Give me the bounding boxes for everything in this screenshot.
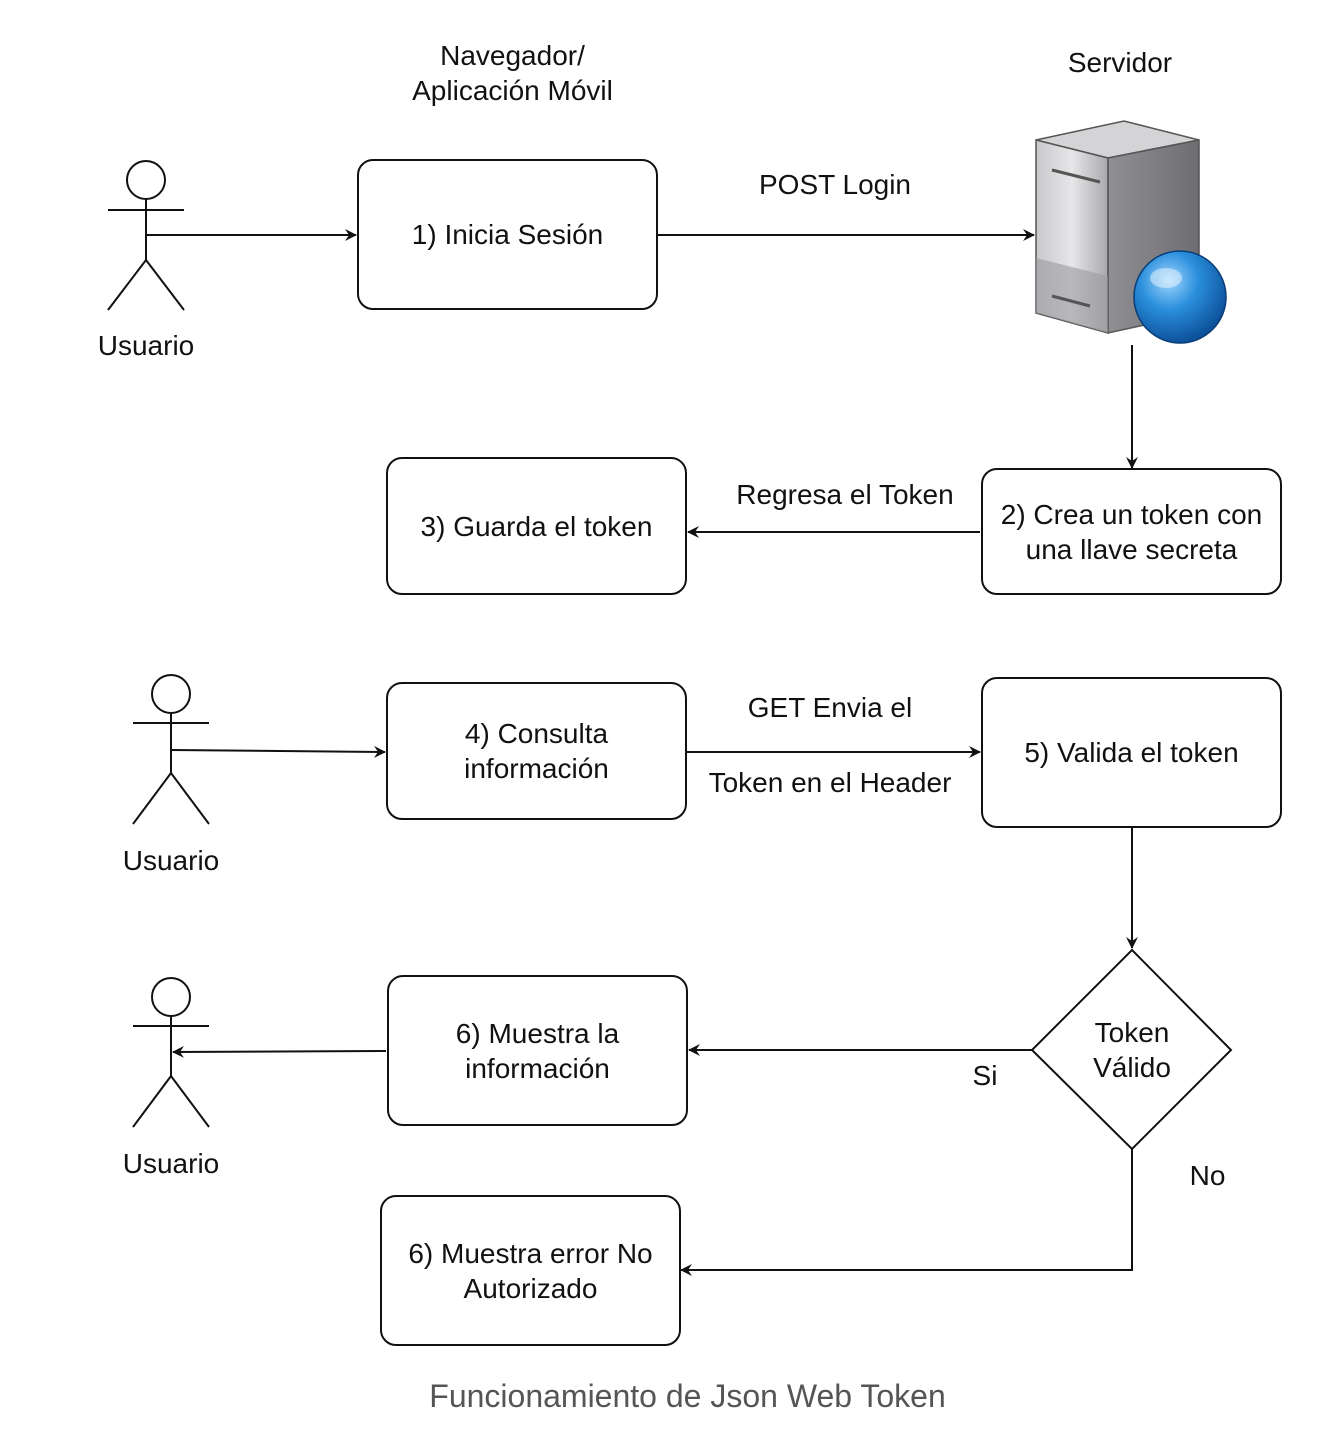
lane-server-label: Servidor [1067, 47, 1173, 78]
step-5-box: 5) Valida el token [981, 677, 1282, 828]
step-3-box: 3) Guarda el token [386, 457, 687, 595]
edge-label-get-bottom: Token en el Header [708, 767, 952, 798]
edge-label-yes: Si [972, 1060, 998, 1091]
decision-label: Token Válido [1093, 1017, 1171, 1083]
edge-decision-no [680, 1148, 1133, 1276]
actor-label: Usuario [97, 330, 195, 361]
step-2-box: 2) Crea un token con una llave secreta [981, 468, 1282, 595]
step-1-box: 1) Inicia Sesión [357, 159, 658, 310]
actor-label: Usuario [122, 845, 220, 876]
step-4-box: 4) Consulta información [386, 682, 687, 820]
lane-client-label: Navegador/ Aplicación Móvil [412, 40, 613, 106]
connectors [146, 229, 1138, 1276]
stick-figure-icon [107, 160, 185, 311]
step-6-show-info-box: 6) Muestra la información [387, 975, 688, 1126]
edge-label-return: Regresa el Token [736, 479, 954, 510]
edge-label-post: POST Login [758, 169, 912, 200]
stick-figure-icon [132, 674, 210, 825]
decision-diamond [1030, 948, 1233, 1151]
stick-figure-icon [132, 977, 210, 1128]
actor-label: Usuario [122, 1148, 220, 1179]
edge-s6a-to-actor3 [172, 1045, 387, 1058]
edge-label-no: No [1189, 1160, 1226, 1191]
step-6-error-box: 6) Muestra error No Autorizado [380, 1195, 681, 1346]
figure-caption: Funcionamiento de Json Web Token [429, 1378, 946, 1414]
server-globe-icon [1035, 120, 1227, 344]
edge-label-get-top: GET Envia el [747, 692, 913, 723]
edge-actor2-to-s4 [170, 745, 386, 758]
